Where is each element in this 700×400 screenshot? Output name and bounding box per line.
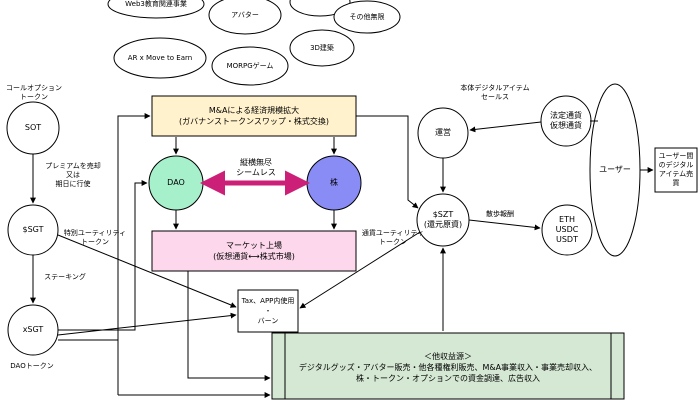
cloud-mmorpg [211, 46, 289, 86]
connectors [30, 113, 654, 398]
tax-box [237, 289, 299, 333]
dao-label: DAO [167, 178, 185, 187]
premium-label: プレミアムを売却又は期日に行使 [45, 162, 101, 188]
user-label: ユーザー [599, 165, 631, 174]
xsgt-label: xSGT [22, 325, 44, 334]
normal-utility-label: 通貨ユーティリティトークン [361, 229, 425, 246]
cloud-ar [113, 37, 207, 79]
item-sales-label: 本体デジタルアイテムセールス [460, 84, 530, 101]
ma-box-text: M&Aによる経済規模拡大(ガバナンストークンスワップ・株式交換) [179, 106, 329, 126]
revenue-box [271, 332, 625, 400]
cloud-avatar [208, 0, 282, 35]
revenue-box-text: ＜他収益源＞ デジタルグッズ・アバター販売・他各種権利販売、M&A事業収入・事業… [298, 351, 598, 383]
cloud-mmorpg-label: MORPGゲーム [226, 62, 274, 70]
ma-box [151, 95, 357, 137]
seamless-label: 縦横無尽シームレス [236, 158, 276, 177]
p2p-box-text: ユーザー間のデジタル アイテム売買 [658, 152, 694, 187]
fiat-label: 法定通貨仮想通貨 [550, 111, 582, 130]
market-box-text: マーケット上場(仮想通貨⟷株式市場) [213, 241, 295, 261]
tax-box-text: Tax、APP内使用・バーン [241, 297, 295, 325]
szt-label: $SZT(還元原資) [423, 210, 463, 229]
cloud-building [289, 29, 355, 67]
operation-label: 運営 [435, 128, 451, 137]
sgt-label: $SGT [22, 225, 44, 234]
dao-token-label: DAOトークン [10, 362, 54, 370]
market-box [151, 230, 357, 272]
cloud-building-label: 3D建築 [310, 44, 334, 52]
eth-node [541, 204, 593, 256]
cloud-ar-label: AR x Move to Earn [127, 54, 193, 62]
staking-label: ステーキング [44, 273, 86, 281]
p2p-box [654, 147, 698, 193]
cloud-unlimited [333, 0, 401, 34]
cloud-avatar-label: アバター [231, 11, 259, 19]
dispersal-label: 散歩報酬 [486, 210, 514, 218]
special-utility-label: 特別ユーティリティトークン [63, 229, 127, 246]
stock-label: 株 [330, 178, 338, 187]
cloud-unlimited-label: その他無限 [349, 13, 385, 21]
sot-label: SOT [24, 123, 42, 132]
cloud-web3-label: Web3教育関連事業 [125, 0, 187, 8]
call-option-label: コールオプショントークン [6, 84, 62, 101]
cloud-web3 [107, 0, 205, 19]
